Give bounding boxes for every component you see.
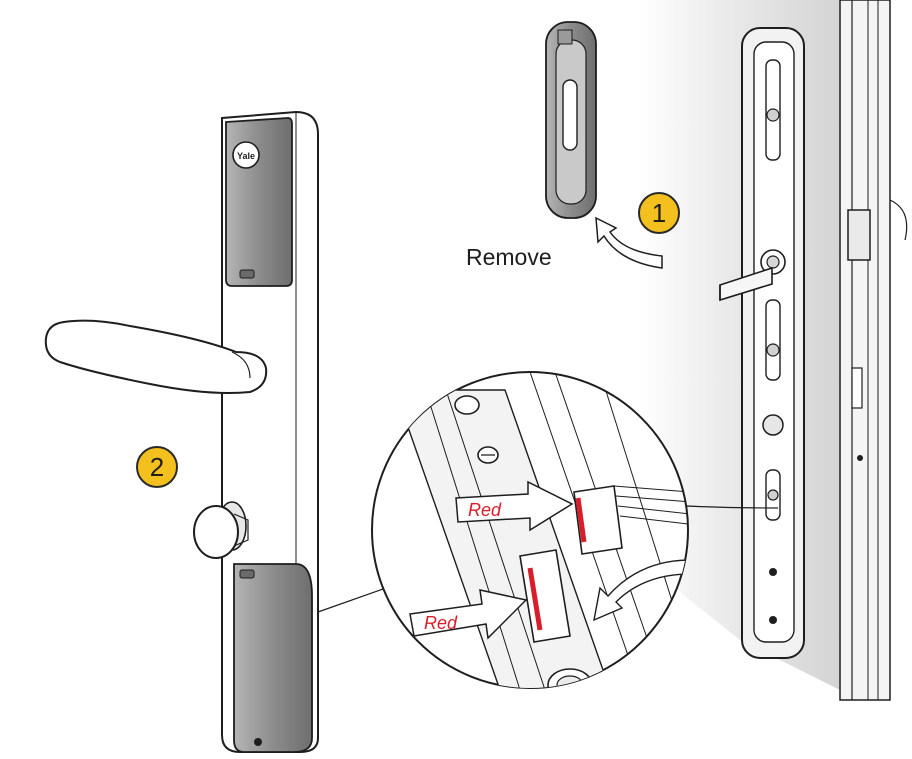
removed-cover (545, 21, 597, 219)
spindle (719, 266, 773, 302)
connector-label-lower: Red (424, 613, 458, 633)
step-1-number: 1 (652, 198, 666, 228)
backplate (741, 27, 805, 659)
step-1-badge: 1 (638, 192, 680, 234)
upper-connector (573, 485, 688, 555)
curved-arrow-icon (595, 216, 663, 269)
numbered-circle-icon (136, 446, 178, 488)
logo-text: Yale (237, 151, 255, 161)
block-arrow-icon (455, 480, 574, 532)
red-marker-lower (527, 567, 543, 631)
lock-handle-assembly: Yale (44, 110, 319, 753)
red-marker-upper (575, 497, 587, 543)
remove-label: Remove (466, 244, 552, 270)
yale-logo (232, 141, 260, 169)
step-2-number: 2 (150, 452, 164, 482)
numbered-circle-icon (638, 192, 680, 234)
block-arrow-icon (409, 589, 528, 640)
lower-connector (519, 549, 571, 643)
step-2-badge: 2 (136, 446, 178, 488)
red-arrow-lower: Red (409, 589, 528, 640)
red-arrow-upper: Red (455, 480, 574, 532)
connector-label-upper: Red (468, 500, 502, 520)
curved-arrow-icon (593, 559, 688, 622)
callout-leader-left (317, 587, 387, 613)
